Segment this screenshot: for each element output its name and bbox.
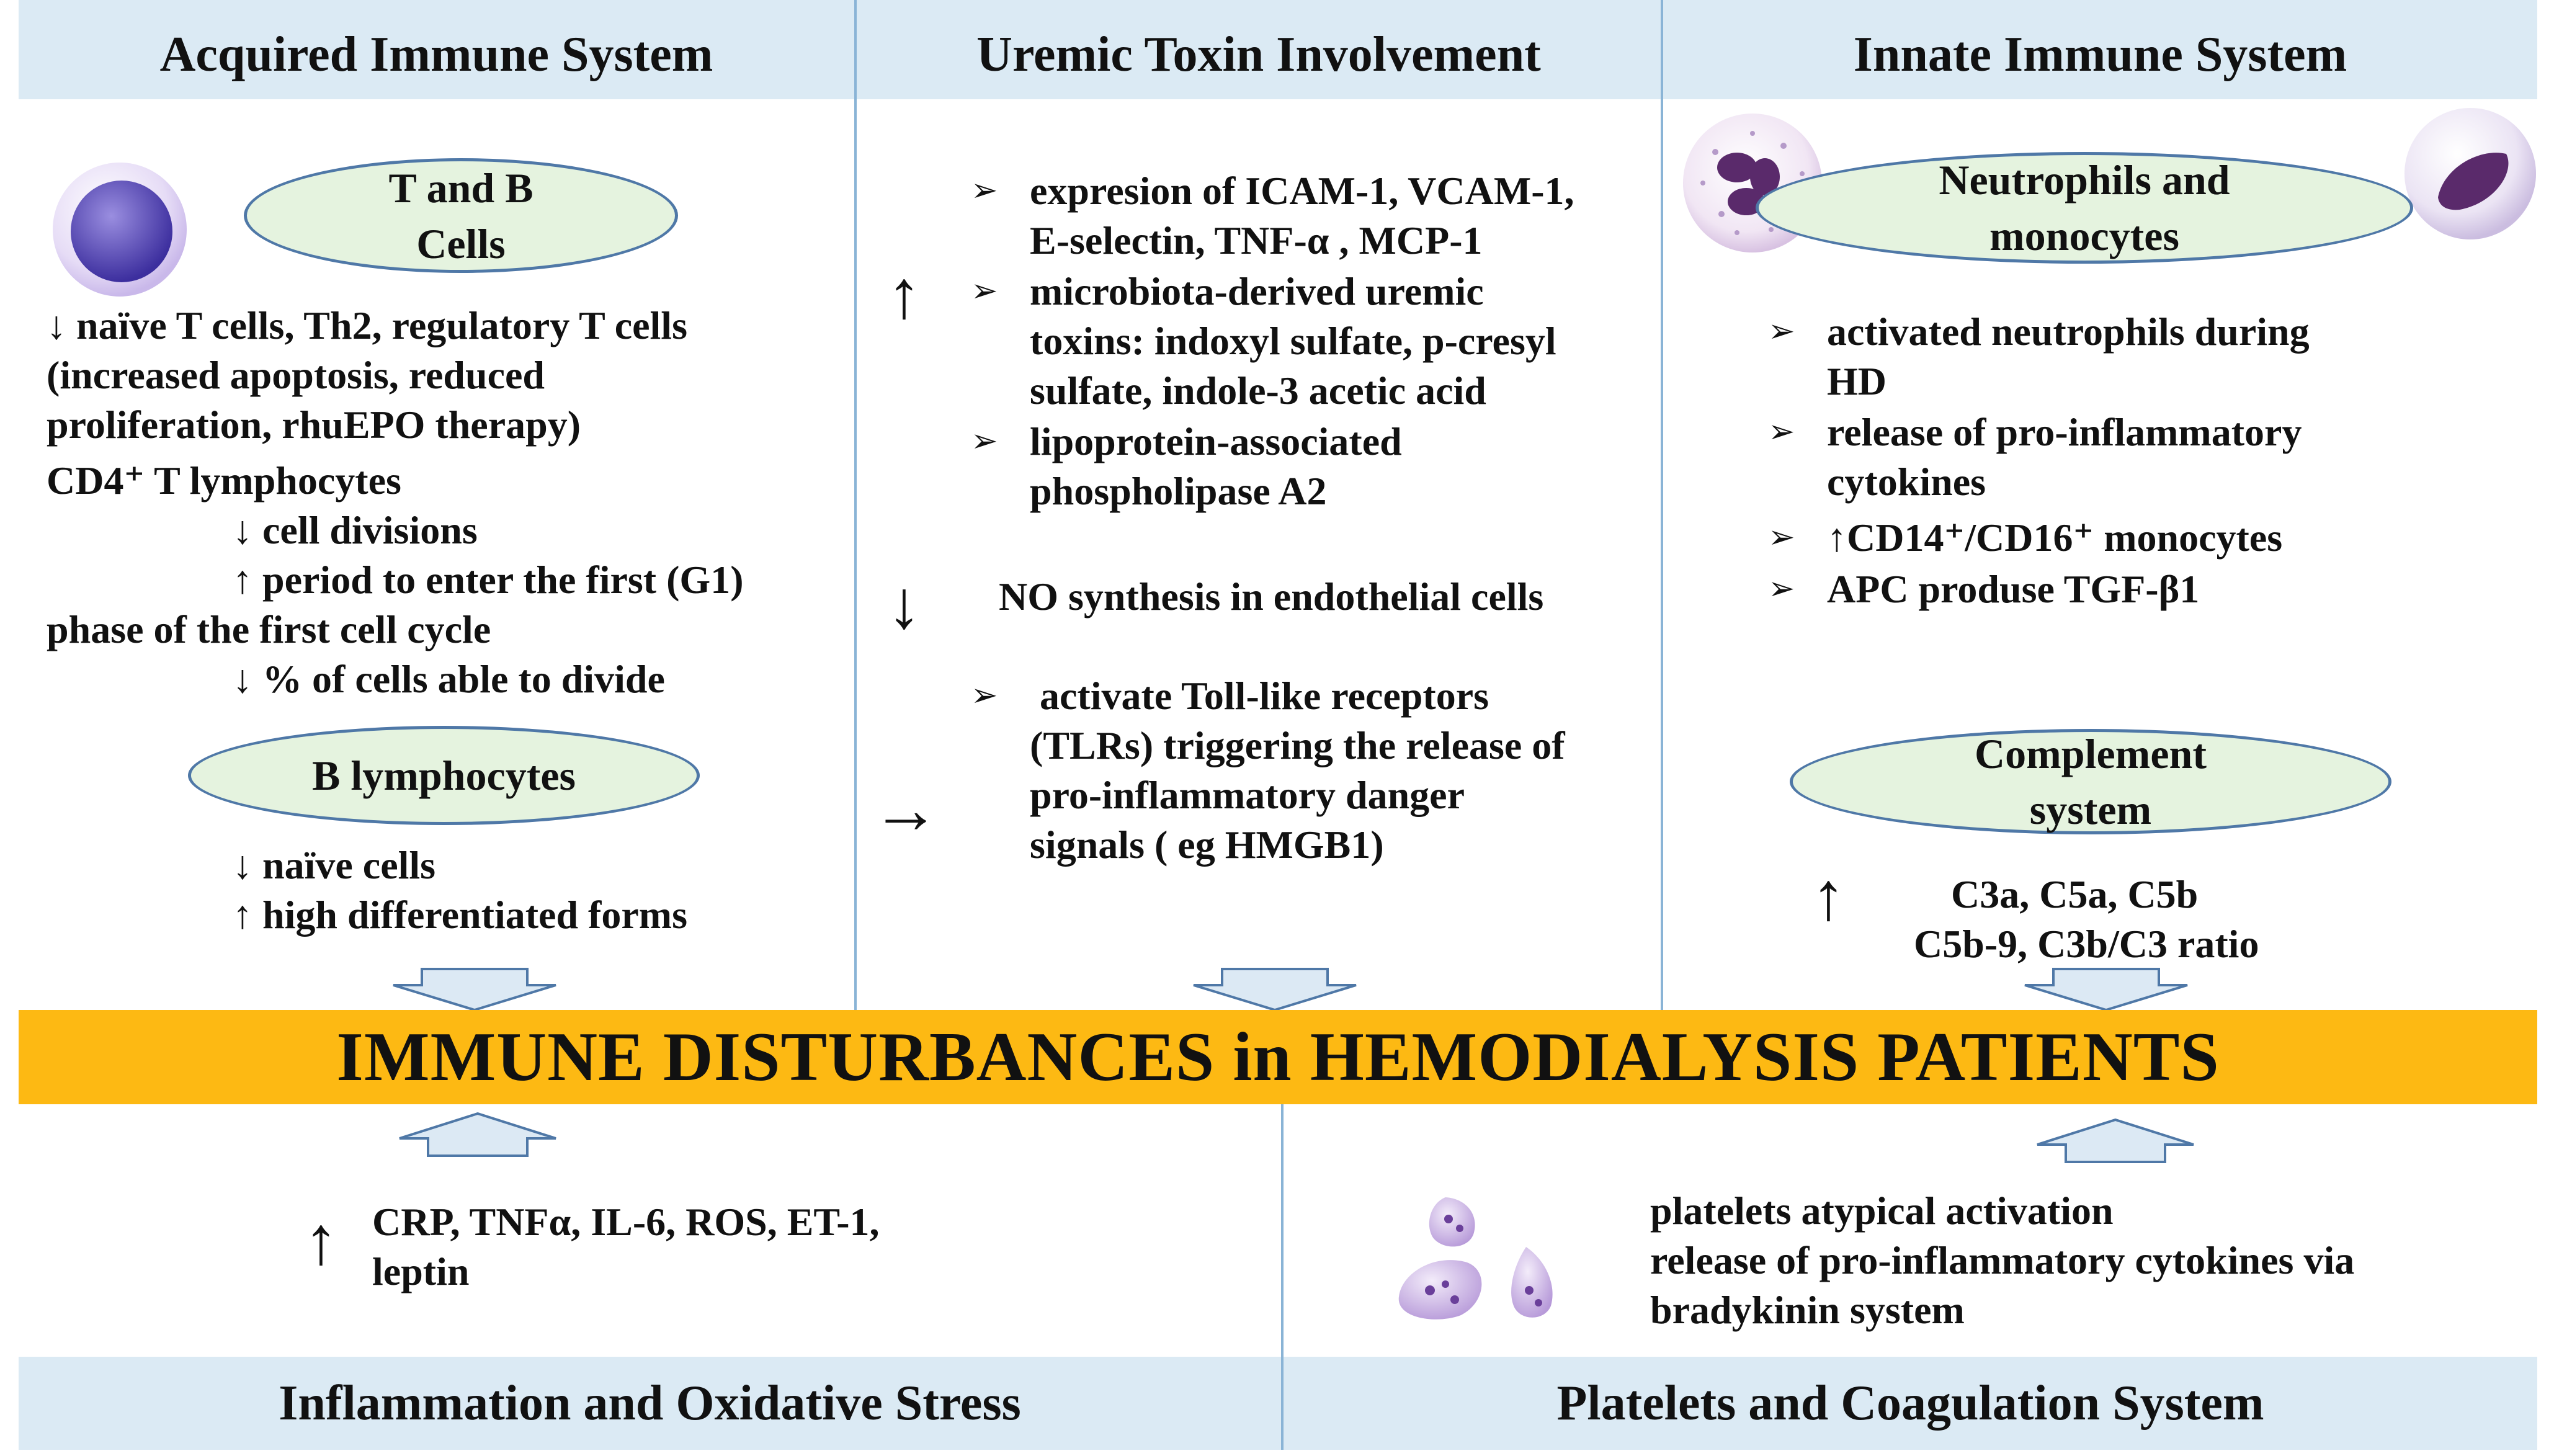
divider-top-left bbox=[854, 0, 857, 1010]
acquired-line-1: ↓ naïve T cells, Th2, regulatory T cells bbox=[47, 303, 687, 347]
innate-item-2-line-2: cytokines bbox=[1827, 460, 1986, 504]
acquired-line-6: ↑ period to enter the first (G1) bbox=[233, 558, 744, 602]
uremic-right-arrow: → bbox=[872, 772, 940, 847]
inflammation-line-2: leptin bbox=[372, 1249, 470, 1293]
uremic-right-line-3: pro-inflammatory danger bbox=[1030, 773, 1465, 817]
complement-up-arrow: ↑ bbox=[1811, 859, 1846, 934]
inflammation-line-1: CRP, TNFα, IL-6, ROS, ET-1, bbox=[372, 1200, 880, 1244]
platelets-title: Platelets and Coagulation System bbox=[1556, 1376, 2264, 1431]
central-banner: IMMUNE DISTURBANCES in HEMODIALYSIS PATI… bbox=[19, 1010, 2537, 1104]
b-line-2: ↑ high differentiated forms bbox=[233, 893, 687, 937]
platelets-line-1: platelets atypical activation bbox=[1650, 1189, 2114, 1233]
innate-item-2-line-1: release of pro-inflammatory bbox=[1827, 410, 2302, 454]
uremic-item-1-line-2: E-selectin, TNF-α , MCP-1 bbox=[1030, 218, 1483, 262]
up-block-arrow-right bbox=[2037, 1119, 2194, 1163]
innate-item-3: ↑CD14⁺/CD16⁺ monocytes bbox=[1827, 516, 2283, 560]
complement-line-1: C3a, C5a, C5b bbox=[1951, 872, 2199, 916]
complement-line-2: C5b-9, C3b/C3 ratio bbox=[1914, 922, 2259, 966]
uremic-title: Uremic Toxin Involvement bbox=[976, 27, 1541, 82]
lymphocyte-cell-icon bbox=[53, 163, 187, 297]
innate-item-1-line-1: activated neutrophils during bbox=[1827, 310, 2310, 354]
bullet-icon: ➢ bbox=[971, 173, 998, 208]
uremic-down-arrow: ↓ bbox=[887, 567, 921, 643]
uremic-right-line-4: signals ( eg HMGB1) bbox=[1030, 823, 1384, 867]
bullet-icon: ➢ bbox=[971, 274, 998, 309]
acquired-line-7: phase of the first cell cycle bbox=[47, 607, 491, 651]
divider-bottom bbox=[1281, 1104, 1284, 1450]
bullet-icon: ➢ bbox=[1768, 571, 1795, 607]
platelets-line-2: release of pro-inflammatory cytokines vi… bbox=[1650, 1238, 2355, 1282]
inflammation-up-arrow: ↑ bbox=[304, 1203, 338, 1279]
inflammation-title: Inflammation and Oxidative Stress bbox=[279, 1376, 1021, 1431]
uremic-item-2-line-1: microbiota-derived uremic bbox=[1030, 269, 1484, 313]
bullet-icon: ➢ bbox=[971, 678, 998, 713]
uremic-item-1-line-1: expresion of ICAM-1, VCAM-1, bbox=[1030, 169, 1574, 213]
innate-title: Innate Immune System bbox=[1853, 27, 2347, 82]
uremic-item-3-line-1: lipoprotein-associated bbox=[1030, 419, 1402, 463]
uremic-right-line-2: (TLRs) triggering the release of bbox=[1030, 723, 1565, 767]
divider-top-right bbox=[1661, 0, 1663, 1010]
acquired-line-2: (increased apoptosis, reduced bbox=[47, 353, 545, 397]
uremic-right-line-1: activate Toll-like receptors bbox=[1030, 674, 1489, 718]
uremic-up-arrow: ↑ bbox=[887, 257, 921, 333]
platelets-line-3: bradykinin system bbox=[1650, 1288, 1965, 1332]
innate-item-1-line-2: HD bbox=[1827, 359, 1886, 403]
acquired-line-3: proliferation, rhuEPO therapy) bbox=[47, 403, 581, 447]
acquired-line-4: CD4⁺ T lymphocytes bbox=[47, 458, 401, 502]
acquired-line-5: ↓ cell divisions bbox=[233, 508, 478, 552]
monocyte-icon bbox=[2404, 108, 2536, 239]
uremic-item-2-line-2: toxins: indoxyl sulfate, p-cresyl bbox=[1030, 319, 1556, 363]
top-header-band bbox=[19, 0, 2537, 99]
acquired-line-8: ↓ % of cells able to divide bbox=[233, 657, 665, 701]
uremic-item-2-line-3: sulfate, indole-3 acetic acid bbox=[1030, 368, 1486, 413]
bottom-header-band bbox=[19, 1357, 2537, 1450]
down-block-arrow-middle bbox=[1193, 968, 1357, 1011]
bullet-icon: ➢ bbox=[1768, 414, 1795, 450]
down-block-arrow-left bbox=[393, 968, 556, 1011]
up-block-arrow-left bbox=[399, 1112, 556, 1157]
platelets-icon bbox=[1398, 1197, 1553, 1320]
uremic-down-text: NO synthesis in endothelial cells bbox=[999, 574, 1544, 619]
uremic-item-3-line-2: phospholipase A2 bbox=[1030, 469, 1327, 513]
innate-item-4: APC produse TGF-β1 bbox=[1827, 567, 2200, 611]
down-block-arrow-right bbox=[2024, 968, 2188, 1011]
bullet-icon: ➢ bbox=[1768, 314, 1795, 349]
bullet-icon: ➢ bbox=[971, 424, 998, 459]
oval-b-lymphocytes: B lymphocytes bbox=[188, 726, 700, 825]
bullet-icon: ➢ bbox=[1768, 520, 1795, 555]
acquired-title: Acquired Immune System bbox=[159, 27, 713, 82]
b-line-1: ↓ naïve cells bbox=[233, 843, 436, 887]
banner-title: IMMUNE DISTURBANCES in HEMODIALYSIS PATI… bbox=[336, 1018, 2220, 1096]
